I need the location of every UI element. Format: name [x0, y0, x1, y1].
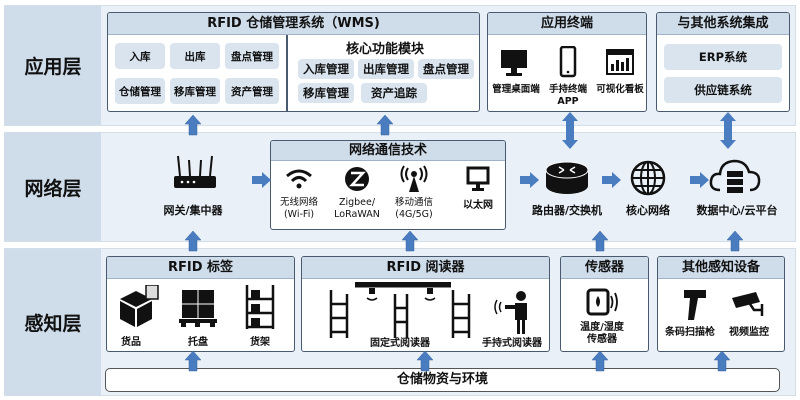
mobile-phone-icon [559, 46, 577, 78]
integration-title: 与其他系统集成 [657, 13, 789, 35]
tag-label: 托盘 [188, 337, 208, 348]
tag-label: 货品 [121, 337, 141, 348]
desktop-icon [501, 50, 527, 76]
fixed-reader-gate-icon [329, 282, 471, 338]
module-chip[interactable]: 盘点管理 [418, 59, 474, 79]
wms-title: RFID 仓储管理系统（WMS) [108, 13, 479, 35]
gateway-label: 网关/集中器 [163, 204, 223, 217]
module-chip[interactable]: 资产追踪 [361, 83, 427, 103]
tech-label: 以太网 [463, 200, 493, 211]
network-tech-box: 网络通信技术 [270, 140, 506, 230]
network-tech-title: 网络通信技术 [271, 141, 505, 161]
layer-label: 感知层 [5, 249, 101, 395]
module-chip[interactable]: 移库管理 [298, 83, 354, 103]
function-chip[interactable]: 资产管理 [225, 78, 279, 104]
module-chip[interactable]: 出库管理 [358, 59, 414, 79]
ethernet-icon [466, 166, 490, 191]
pallet-icon [179, 290, 217, 327]
barcode-scanner-icon [684, 290, 706, 320]
warehouse-environment-bar: 仓储物资与环境 [105, 368, 780, 392]
datacenter-label: 数据中心/云平台 [696, 204, 778, 217]
router-label: 路由器/交换机 [531, 204, 603, 217]
terminals-title: 应用终端 [488, 13, 646, 35]
layer-label: 应用层 [5, 6, 101, 125]
function-chip[interactable]: 出库 [170, 43, 220, 69]
other-devices-box: 其他感知设备 [657, 256, 785, 352]
wifi-icon [286, 169, 312, 189]
tech-label: 无线网络 (Wi-Fi) [279, 197, 319, 220]
device-label: 视频监控 [729, 327, 769, 338]
layer-label: 网络层 [5, 133, 101, 241]
module-chip[interactable]: 入库管理 [298, 59, 354, 79]
reader-label: 固定式阅读器 [370, 338, 430, 349]
gateway-icon [174, 155, 216, 188]
router-icon [545, 161, 589, 194]
temperature-humidity-sensor-icon [586, 288, 618, 316]
reader-label: 手持式阅读器 [482, 338, 542, 349]
rfid-tags-title: RFID 标签 [107, 257, 294, 279]
handheld-reader-person-icon [494, 291, 527, 334]
core-modules-title: 核心功能模块 [345, 42, 424, 57]
globe-icon [630, 160, 666, 196]
cell-tower-icon [400, 165, 428, 192]
sensor-label: 温度/湿度 传感器 [580, 322, 624, 345]
package-icon [120, 285, 159, 327]
function-chip[interactable]: 盘点管理 [225, 43, 279, 69]
cloud-server-icon [709, 159, 761, 193]
security-camera-icon [732, 292, 764, 316]
zigbee-icon [345, 167, 369, 191]
supply-chain-chip[interactable]: 供应链系统 [664, 77, 782, 103]
sensors-box: 传感器 [560, 256, 649, 352]
erp-chip[interactable]: ERP系统 [664, 44, 782, 70]
tag-label: 货架 [250, 337, 270, 348]
terminal-label: 手持终端 APP [548, 84, 588, 107]
terminal-label: 可视化看板 [596, 84, 644, 95]
terminal-label: 管理桌面端 [492, 84, 540, 95]
wms-box: RFID 仓储管理系统（WMS) [107, 12, 480, 112]
shelf-icon [245, 285, 275, 329]
core-network-label: 核心网络 [626, 204, 670, 217]
terminals-box: 应用终端 [487, 12, 647, 112]
tech-label: Zigbee/ LoRaWAN [334, 197, 380, 220]
tech-label: 移动通信 (4G/5G) [394, 197, 434, 220]
other-devices-title: 其他感知设备 [658, 257, 784, 279]
function-chip[interactable]: 仓储管理 [115, 78, 165, 104]
device-label: 条码扫描枪 [665, 327, 715, 338]
function-chip[interactable]: 入库 [115, 43, 165, 69]
function-chip[interactable]: 移库管理 [170, 78, 220, 104]
rfid-readers-title: RFID 阅读器 [302, 257, 549, 279]
dashboard-icon [606, 49, 634, 75]
sensors-title: 传感器 [561, 257, 648, 279]
